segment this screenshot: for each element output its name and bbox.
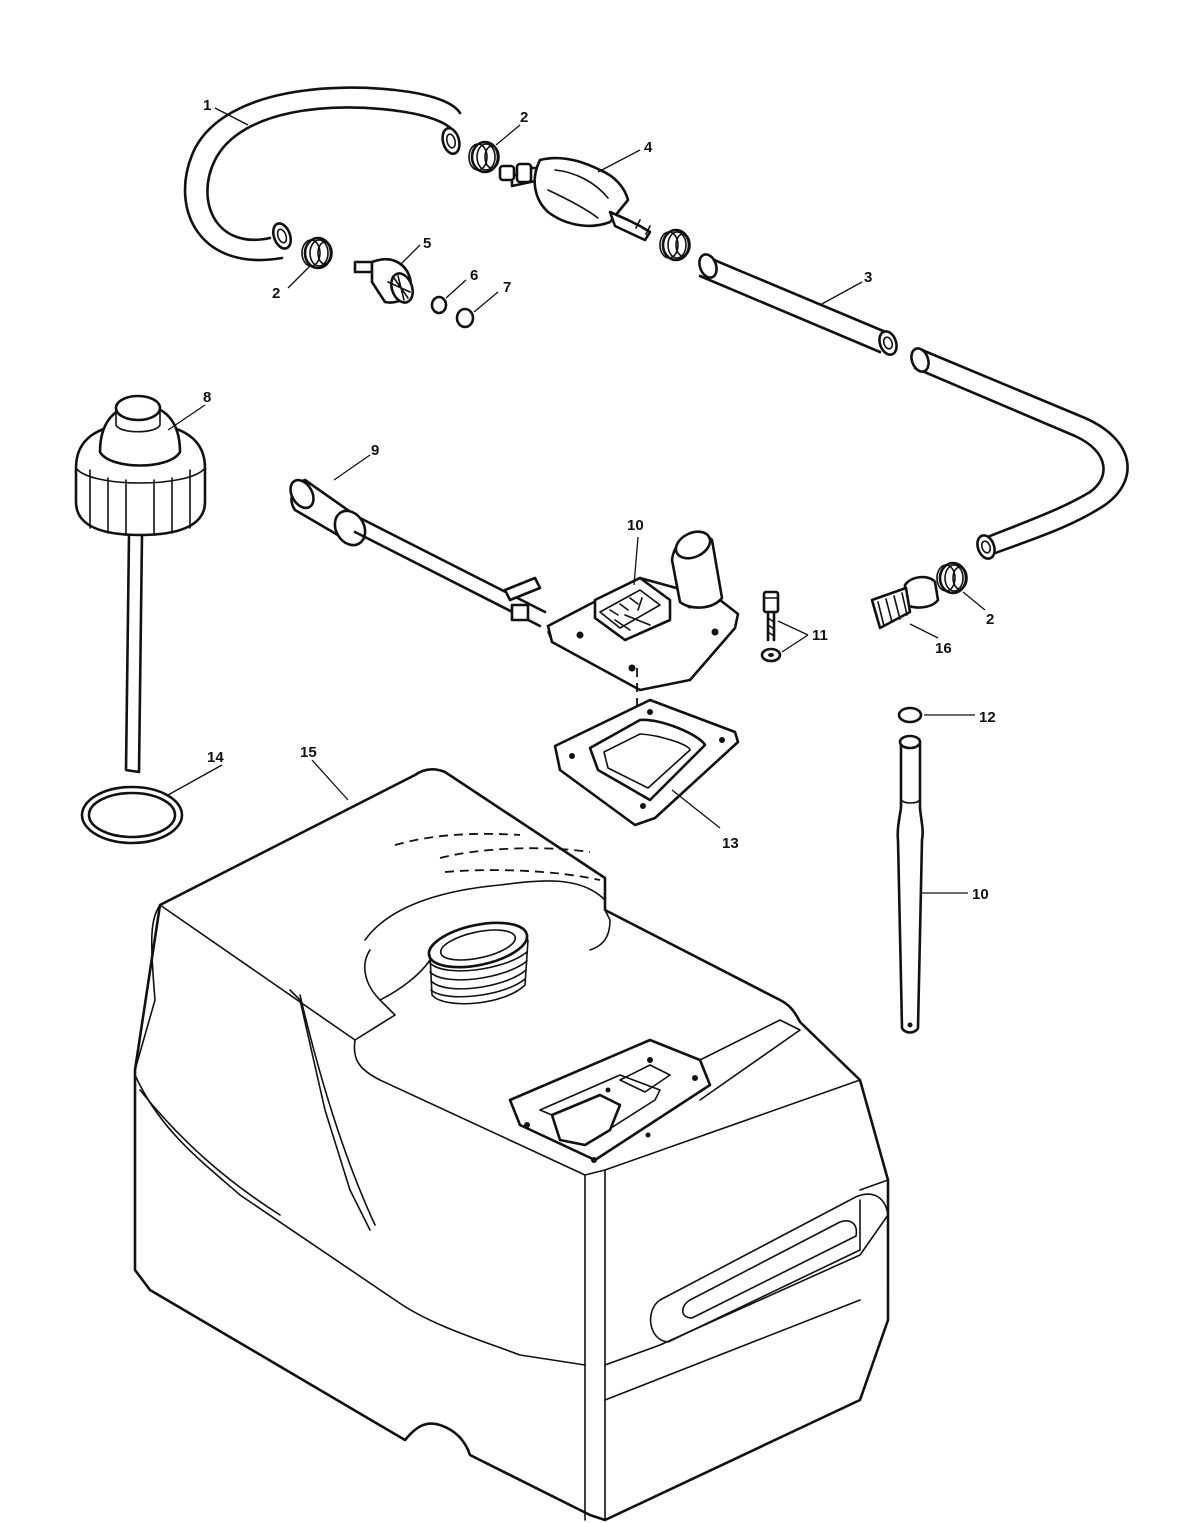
tank-handle: [649, 1179, 889, 1343]
part-4-primer-bulb: [498, 156, 652, 242]
callout-4: 4: [644, 139, 653, 156]
part-11-screw-washer: [760, 590, 782, 663]
callout-7: 7: [503, 279, 511, 296]
part-13-gasket: [553, 668, 740, 827]
part-8-filler-cap-gauge: [74, 394, 207, 774]
callout-12: 12: [979, 709, 996, 726]
callout-9: 9: [371, 442, 379, 459]
part-14-seal-ring: [80, 785, 184, 845]
part-2-hose-clamp-upper: [468, 140, 500, 174]
callout-6: 6: [470, 267, 478, 284]
part-1-fuel-hose: [183, 86, 462, 262]
leader-lines: [167, 107, 986, 894]
part-7-o-ring: [455, 307, 475, 329]
part-2-hose-clamp-left: [301, 236, 333, 270]
callout-3: 3: [864, 269, 872, 286]
part-16-tank-fitting: [870, 575, 940, 630]
part-3-fuel-hose: [698, 253, 1129, 560]
callout-15: 15: [300, 744, 317, 761]
callout-14: 14: [207, 749, 224, 766]
part-15-fuel-tank: [133, 768, 890, 1522]
callout-2-left: 2: [272, 285, 280, 302]
callout-8: 8: [203, 389, 211, 406]
callout-labels: 1 2 2 2 3 4 5 6 7 8 9 10 10 11 12 13 14 …: [203, 97, 996, 903]
callout-10-lower: 10: [972, 886, 989, 903]
part-10-pickup-assembly: [546, 530, 740, 692]
tank-sender-mount: [508, 1019, 801, 1163]
callout-16: 16: [935, 640, 952, 657]
part-10-pickup-tube: [896, 734, 924, 1034]
callout-1: 1: [203, 97, 211, 114]
part-5-fuel-connector: [353, 258, 415, 304]
part-9-float: [289, 478, 547, 628]
part-6-o-ring: [430, 295, 448, 315]
callout-11: 11: [812, 627, 828, 644]
callout-5: 5: [423, 235, 431, 252]
tank-filler-neck: [427, 921, 529, 1005]
part-2-hose-clamp-pump-outlet: [659, 228, 691, 262]
callout-2-upper: 2: [520, 109, 528, 126]
part-12-o-ring: [897, 706, 923, 724]
callout-10-upper: 10: [627, 517, 644, 534]
callout-2-right: 2: [986, 611, 994, 628]
part-2-hose-clamp-right: [936, 561, 968, 595]
callout-13: 13: [722, 835, 739, 852]
